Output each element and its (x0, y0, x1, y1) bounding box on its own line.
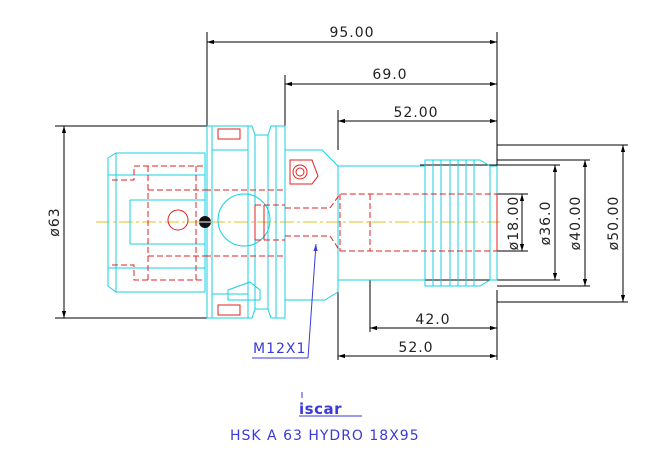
dim-collar-diameter: ø50.00 (606, 196, 622, 251)
logo-text: iscar (299, 400, 342, 418)
hidden-lines (112, 128, 498, 316)
product-title: HSK A 63 HYDRO 18X95 (230, 428, 420, 444)
thread-callout (252, 243, 318, 359)
dim-overall-length: 95.00 (329, 25, 374, 41)
dimension-lines (55, 32, 628, 360)
dim-body-diameter: ø40.00 (568, 196, 584, 251)
dim-bore-length: 52.00 (393, 105, 438, 121)
dim-flange-diameter: ø63 (47, 207, 63, 236)
dim-mid-length: 69.0 (372, 67, 407, 83)
dim-lower-length-2: 52.0 (398, 340, 433, 356)
brand-logo: iscar (299, 392, 362, 418)
dim-lower-length-1: 42.0 (415, 312, 450, 328)
dim-inner-diameter: ø36.0 (538, 201, 554, 246)
thread-label: M12X1 (253, 341, 306, 357)
dim-bore-diameter: ø18.00 (506, 196, 522, 251)
